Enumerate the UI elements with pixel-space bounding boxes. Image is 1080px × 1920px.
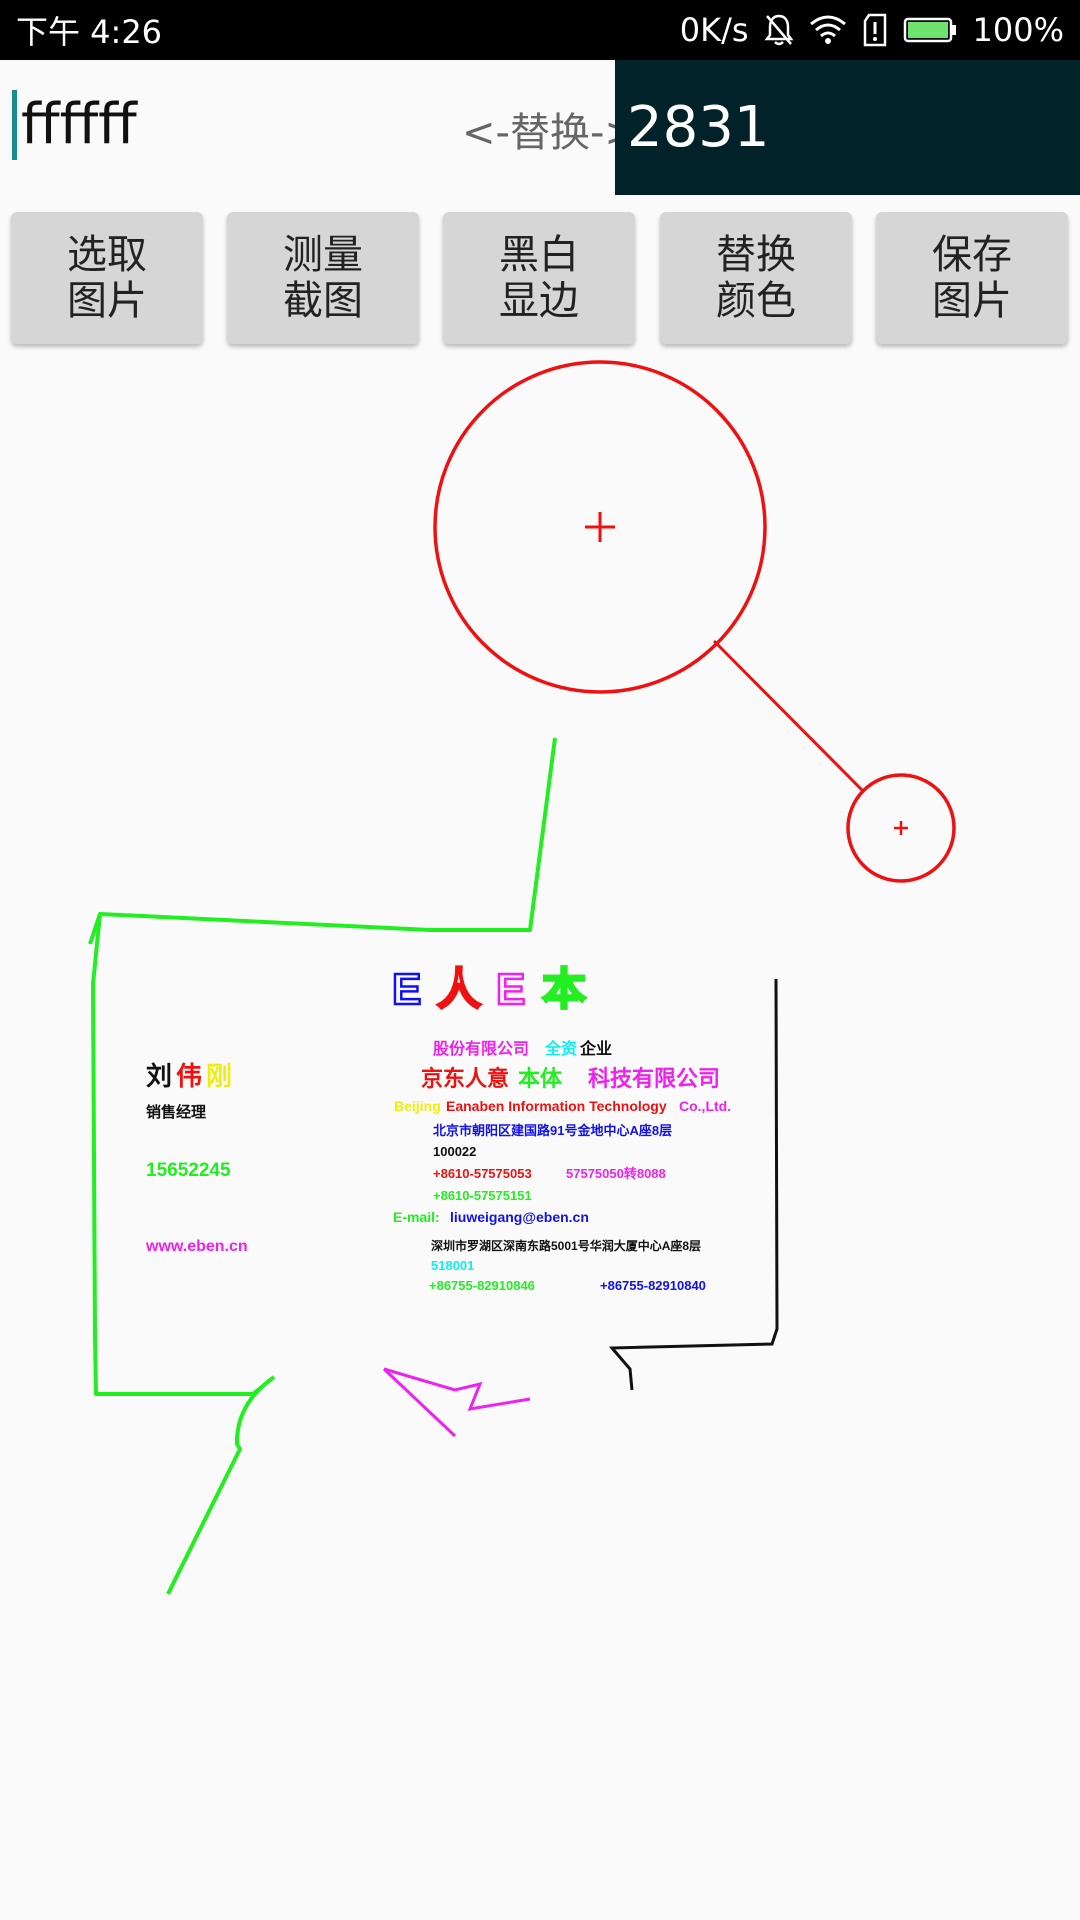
card-company-cn-a: 京东人意	[421, 1066, 509, 1091]
card-line1c: 企业	[579, 1039, 612, 1058]
select-image-button[interactable]: 选取 图片	[11, 212, 203, 344]
status-icons: 0K/s	[680, 11, 1064, 49]
card-name-c: 刚	[206, 1061, 232, 1091]
source-color-input[interactable]: ffffff	[12, 90, 137, 160]
card-name-a: 刘	[146, 1061, 172, 1091]
battery-icon	[903, 16, 959, 44]
target-color-value: 2831	[627, 95, 770, 160]
card-name-b: 伟	[176, 1061, 202, 1091]
bw-edge-button[interactable]: 黑白 显边	[443, 212, 635, 344]
card-company-cn-c: 科技有限公司	[588, 1066, 720, 1091]
card-website: www.eben.cn	[145, 1238, 248, 1255]
card-address1: 北京市朝阳区建国路91号金地中心A座8层	[433, 1123, 672, 1138]
bell-muted-icon	[763, 13, 795, 47]
card-phone: 15652245	[146, 1160, 231, 1181]
card-line1a: 股份有限公司	[433, 1039, 529, 1058]
measure-crop-button[interactable]: 测量 截图	[227, 212, 419, 344]
magnifier[interactable]	[433, 360, 956, 883]
edge-image: E 人 E 本 刘 伟 刚 销售经理 15652245 www.eben.cn …	[88, 360, 956, 1595]
card-title: 销售经理	[146, 1103, 206, 1121]
replace-color-button[interactable]: 替换 颜色	[660, 212, 852, 344]
card-tel1b: 57575050转8088	[566, 1166, 666, 1181]
target-color-field[interactable]: 2831	[615, 60, 1080, 195]
card-tel1: +8610-57575053	[433, 1166, 532, 1181]
card-logo-e1: E	[392, 965, 421, 1014]
card-tel3: +86755-82910846	[429, 1278, 535, 1293]
card-logo-e2: E	[496, 965, 525, 1014]
card-tel2: +8610-57575151	[433, 1188, 532, 1203]
card-postcode1: 100022	[433, 1144, 476, 1159]
replace-label: <-替换->	[462, 110, 638, 156]
status-bar: 下午 4:26 0K/s	[0, 0, 1080, 60]
wifi-icon	[809, 14, 847, 46]
card-email-label: E-mail:	[393, 1209, 440, 1225]
card-company-cn-b: 本体	[518, 1066, 563, 1091]
color-replace-panel: ffffff <-替换-> 2831	[0, 60, 1080, 195]
card-logo-ben: 本	[542, 965, 586, 1014]
toolbar: 选取 图片 测量 截图 黑白 显边 替换 颜色 保存 图片	[0, 212, 1080, 344]
image-canvas[interactable]: E 人 E 本 刘 伟 刚 销售经理 15652245 www.eben.cn …	[0, 344, 1080, 1920]
sim-alert-icon	[861, 13, 889, 47]
status-net-speed: 0K/s	[679, 11, 749, 49]
save-image-button[interactable]: 保存 图片	[876, 212, 1068, 344]
card-email: liuweigang@eben.cn	[450, 1209, 589, 1225]
card-company-en-b: Eanaben Information Technology	[446, 1098, 667, 1114]
card-address2: 深圳市罗湖区深南东路5001号华润大厦中心A座8层	[431, 1238, 701, 1253]
battery-percent: 100%	[972, 11, 1064, 49]
card-tel4: +86755-82910840	[600, 1278, 706, 1293]
card-outline	[88, 737, 557, 1595]
card-company-en-c: Co.,Ltd.	[679, 1098, 731, 1114]
card-company-en-a: Beijing	[394, 1098, 441, 1114]
status-time: 下午 4:26	[16, 13, 163, 51]
card-line1b: 全资	[544, 1039, 577, 1058]
card-postcode2: 518001	[431, 1258, 474, 1273]
card-logo-ren: 人	[437, 965, 481, 1014]
